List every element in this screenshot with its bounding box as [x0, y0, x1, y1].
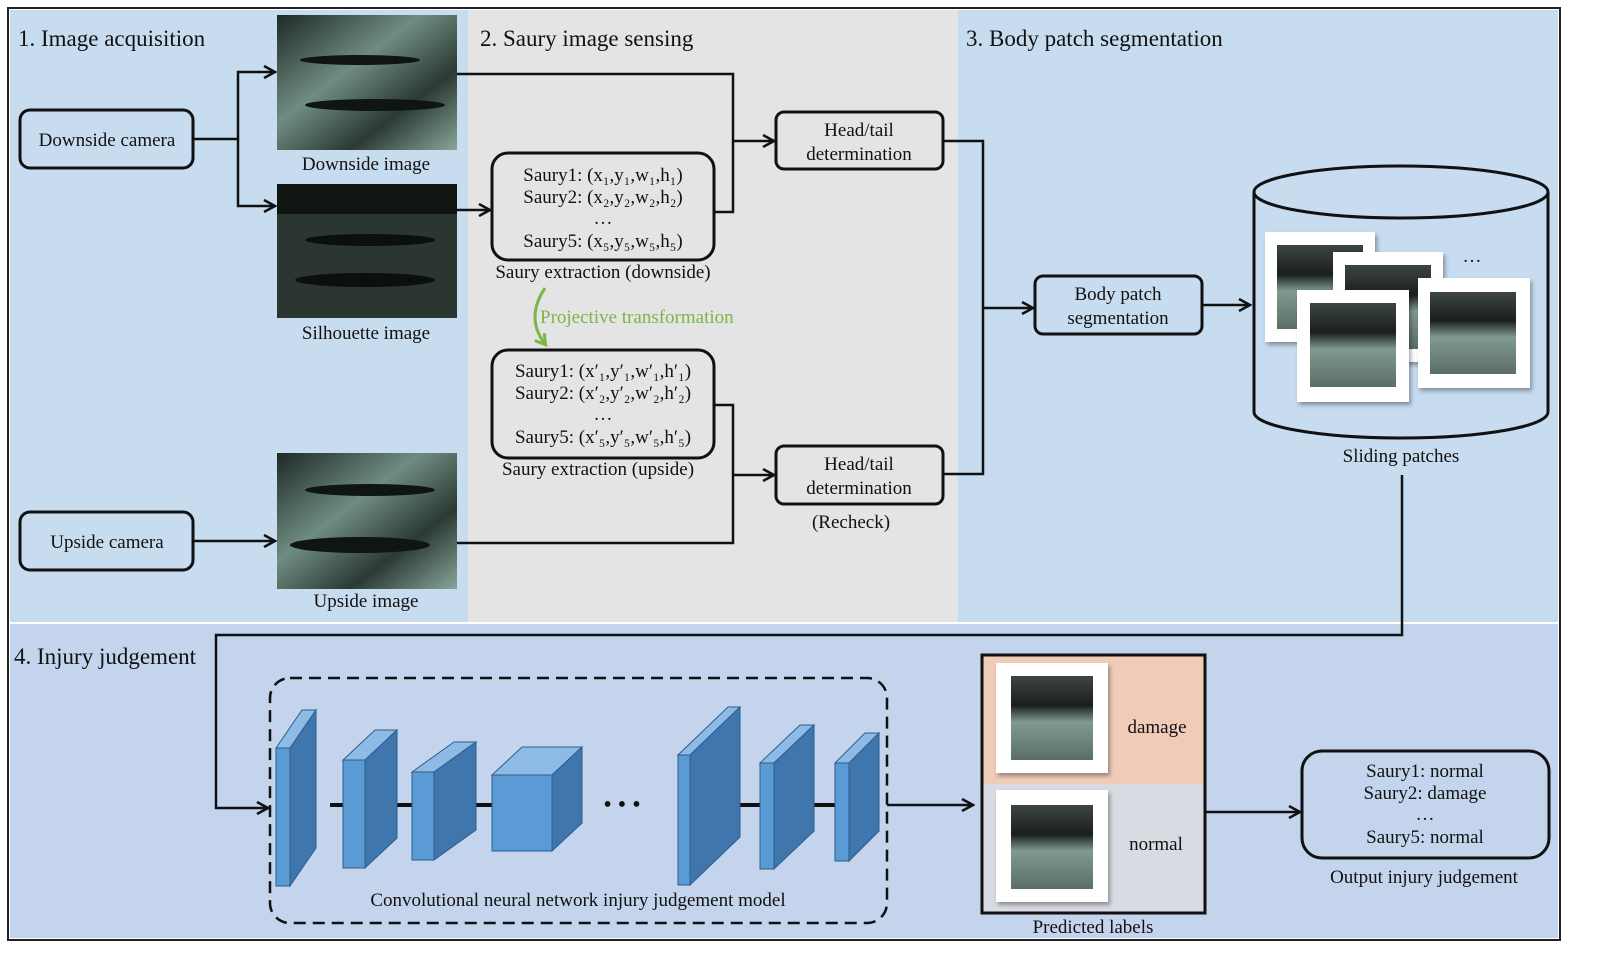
downside-line-2: Saury2: (x₂,y₂,w₂,h₂): [523, 187, 682, 208]
output-line-1: Saury1: normal: [1366, 761, 1484, 782]
sliding-patches-label: Sliding patches: [1343, 446, 1460, 467]
cnn-layer-block: [275, 708, 317, 888]
output-line-3: …: [1416, 804, 1435, 825]
upside-extraction-label: Saury extraction (upside): [502, 459, 694, 480]
downside-extraction-box: [490, 151, 716, 262]
sliding-patch-images: [1265, 232, 1530, 402]
upside-line-3: …: [594, 404, 613, 425]
section-title-1: 1. Image acquisition: [18, 26, 206, 51]
cnn-layer-block: [341, 728, 399, 870]
body-patch-line-2: segmentation: [1067, 308, 1169, 329]
cnn-model-box: [268, 676, 889, 925]
cnn-layer-block: [676, 705, 742, 887]
downside-line-3: …: [594, 208, 613, 229]
recheck-label: (Recheck): [812, 512, 890, 533]
arrow-to-downside-image: [193, 72, 275, 141]
cnn-layers: [275, 705, 881, 888]
arrow-to-cnn: [214, 475, 1404, 808]
output-judgement-box: [1300, 749, 1551, 860]
patches-ellipsis: …: [1463, 246, 1482, 267]
upside-line-1: Saury1: (x′₁,y′₁,w′₁,h′₁): [515, 361, 691, 382]
headtail-1-line-2: determination: [806, 144, 912, 165]
downside-line-4: Saury5: (x₅,y₅,w₅,h₅): [523, 231, 682, 252]
output-judgement-label: Output injury judgement: [1330, 867, 1519, 888]
downside-camera-label: Downside camera: [39, 130, 176, 151]
downside-line-1: Saury1: (x₁,y₁,w₁,h₁): [523, 165, 682, 186]
upside-line-4: Saury5: (x′₅,y′₅,w′₅,h′₅): [515, 427, 691, 448]
headtail-2-line-1: Head/tail: [824, 454, 894, 475]
body-patch-line-1: Body patch: [1074, 284, 1162, 305]
downside-extraction-label: Saury extraction (downside): [495, 262, 710, 283]
upside-line-2: Saury2: (x′₂,y′₂,w′₂,h′₂): [515, 383, 691, 404]
cnn-layer-block: [410, 741, 478, 861]
normal-label: normal: [1129, 834, 1183, 855]
section-title-2: 2. Saury image sensing: [480, 26, 694, 51]
upside-image: [277, 453, 457, 589]
output-line-2: Saury2: damage: [1364, 783, 1487, 804]
cnn-layer-block: [758, 723, 816, 871]
outer-border: [7, 7, 1561, 941]
silhouette-image: [277, 184, 457, 318]
predicted-labels-caption: Predicted labels: [1033, 917, 1154, 938]
connector-downside: [457, 72, 735, 214]
sliding-patches-cylinder: [1252, 164, 1550, 440]
section-title-3: 3. Body patch segmentation: [966, 26, 1223, 51]
projective-transformation-label: Projective transformation: [540, 307, 734, 328]
upside-camera-label: Upside camera: [50, 532, 164, 553]
headtail-1-line-1: Head/tail: [824, 120, 894, 141]
downside-image: [277, 15, 457, 150]
cnn-layer-block: [833, 731, 881, 863]
projective-transformation-arrow: [533, 287, 545, 344]
downside-image-label: Downside image: [302, 154, 430, 175]
cnn-layer-block: [490, 745, 584, 853]
arrow-to-silhouette-image: [236, 139, 275, 206]
damage-label: damage: [1127, 717, 1186, 738]
cnn-model-label: Convolutional neural network injury judg…: [370, 890, 785, 911]
section-title-4: 4. Injury judgement: [14, 644, 197, 669]
upside-image-label: Upside image: [313, 591, 418, 612]
predicted-labels-box: [980, 653, 1207, 915]
silhouette-image-label: Silhouette image: [302, 323, 430, 344]
output-line-4: Saury5: normal: [1366, 827, 1484, 848]
headtail-2-line-2: determination: [806, 478, 912, 499]
cnn-ellipsis: • • •: [603, 792, 640, 818]
